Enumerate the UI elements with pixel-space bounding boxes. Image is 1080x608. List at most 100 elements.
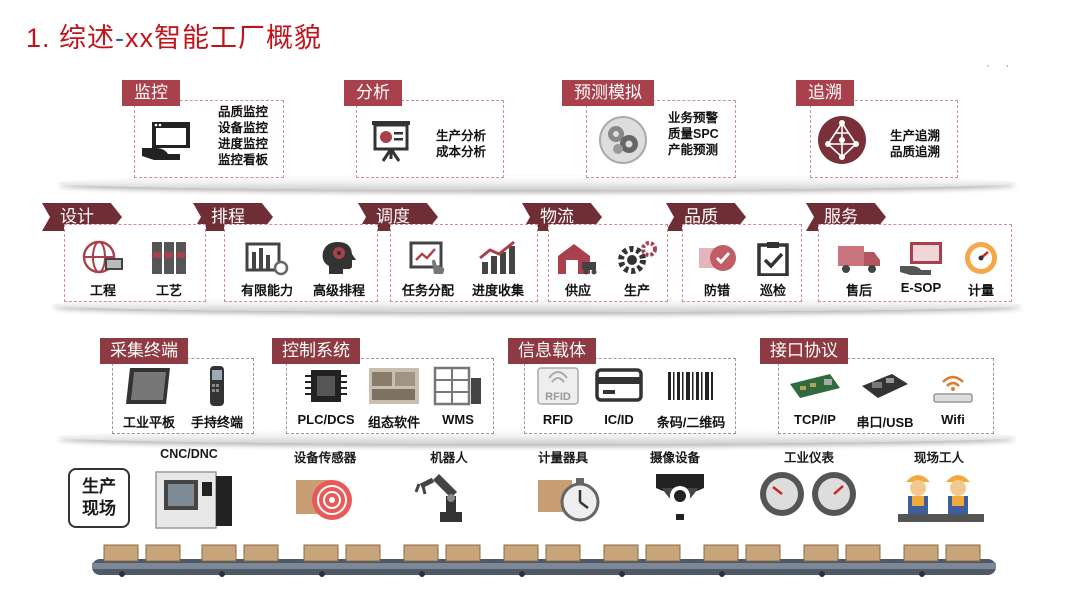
item-production-label: 生产 — [623, 283, 650, 298]
item-wms-label: WMS — [442, 412, 474, 427]
network-icon — [816, 114, 868, 171]
item-handheld-terminal: 手持终端 — [184, 364, 250, 431]
analysis-module-lines: 生产分析 成本分析 — [436, 128, 486, 160]
camera-icon — [652, 468, 708, 529]
device-sensor-label: 设备传感器 — [293, 451, 357, 465]
capacity-chart-icon — [245, 242, 289, 276]
production-site-label: 生产 现场 — [68, 468, 130, 528]
item-rfid-label: RFID — [542, 412, 574, 427]
quality-box — [682, 224, 802, 302]
item-supply-label: 供应 — [564, 283, 591, 298]
item-esop-label: E-SOP — [900, 280, 942, 295]
item-plc-dcs: PLC/DCS — [290, 364, 362, 427]
device-robot-label: 机器人 — [430, 451, 468, 465]
meter-icon — [756, 470, 860, 523]
network-card-icon — [790, 374, 840, 398]
item-advanced-scheduling: 高级排程 — [304, 240, 374, 299]
item-barcode: 条码/二维码 — [650, 364, 732, 431]
robot-arm-icon — [414, 468, 484, 529]
predict-line-capacity: 产能预测 — [668, 143, 719, 157]
hmi-screen-icon — [369, 368, 419, 404]
analysis-line-cost: 成本分析 — [436, 145, 487, 159]
device-worker-label: 现场工人 — [913, 451, 964, 465]
tablet-icon — [126, 368, 170, 404]
item-error-proofing: 防错 — [690, 240, 744, 299]
terminal-label: 采集终端 — [100, 338, 188, 364]
bar-trend-icon — [479, 240, 515, 274]
gears-icon — [618, 241, 657, 274]
item-rfid: RFID RFID — [530, 364, 586, 427]
item-supply: 供应 — [552, 240, 604, 299]
item-after-sales: 售后 — [832, 240, 886, 299]
predict-line-spc: 质量SPC — [668, 127, 719, 141]
item-tcp-ip-label: TCP/IP — [794, 412, 836, 427]
svg-text:RFID: RFID — [545, 391, 571, 403]
cnc-machine-icon — [152, 466, 236, 537]
item-ic-id-label: IC/ID — [604, 412, 634, 427]
touch-screen-icon — [409, 241, 445, 274]
title-separator: - — [115, 23, 126, 53]
delivery-truck-icon — [838, 246, 880, 273]
trace-module-lines: 生产追溯 品质追溯 — [890, 128, 940, 160]
item-handheld-terminal-label: 手持终端 — [190, 415, 243, 430]
wifi-router-icon — [933, 375, 973, 403]
protocol-label: 接口协议 — [760, 338, 848, 364]
item-process-label: 工艺 — [155, 283, 182, 298]
item-after-sales-label: 售后 — [845, 283, 872, 298]
item-plc-dcs-label: PLC/DCS — [297, 412, 355, 427]
shelving-icon — [433, 366, 481, 406]
trace-line-production: 生产追溯 — [890, 129, 941, 143]
control-label: 控制系统 — [272, 338, 360, 364]
sensor-icon — [292, 472, 358, 527]
shield-check-icon — [699, 245, 736, 271]
carrier-label: 信息载体 — [508, 338, 596, 364]
monitor-line-progress: 进度监控 — [218, 137, 269, 151]
predict-module-lines: 业务预警 质量SPC 产能预测 — [668, 110, 719, 158]
item-metrology: 计量 — [956, 240, 1006, 299]
monitor-module-lines: 品质监控 设备监控 进度监控 监控看板 — [218, 104, 268, 168]
trace-line-quality: 品质追溯 — [890, 145, 941, 159]
warehouse-truck-icon — [558, 244, 597, 275]
item-progress-collection: 进度收集 — [464, 240, 532, 299]
schedule-box — [224, 224, 378, 302]
item-esop: E-SOP — [888, 240, 954, 295]
item-engineering: 工程 — [72, 240, 134, 299]
item-task-assignment-label: 任务分配 — [401, 283, 454, 298]
item-production: 生产 — [610, 240, 664, 299]
item-serial-usb: 串口/USB — [850, 364, 920, 431]
worker-icon — [898, 466, 984, 529]
trace-module-label: 追溯 — [796, 80, 854, 106]
gear-brain-icon — [596, 114, 650, 171]
title-rest: xx智能工厂概貌 — [125, 23, 323, 53]
item-industrial-tablet: 工业平板 — [116, 364, 182, 431]
monitor-line-equipment: 设备监控 — [218, 121, 269, 135]
conveyor-belt — [92, 541, 996, 579]
monitor-module-label: 监控 — [122, 80, 180, 106]
item-barcode-label: 条码/二维码 — [656, 415, 726, 430]
item-wifi: Wifi — [920, 364, 986, 427]
item-metrology-label: 计量 — [967, 283, 994, 298]
ic-card-icon — [595, 368, 643, 402]
device-meter-label: 工业仪表 — [783, 451, 834, 465]
item-patrol-inspection-label: 巡检 — [759, 283, 786, 298]
production-site-line-1: 生产 — [82, 477, 116, 496]
rfid-card-icon: RFID — [537, 367, 579, 405]
title-prefix: 1. 综述 — [26, 23, 116, 53]
predict-module-label: 预测模拟 — [562, 80, 654, 106]
monitor-line-quality: 品质监控 — [218, 105, 269, 119]
item-wifi-label: Wifi — [941, 412, 965, 427]
item-finite-capacity: 有限能力 — [232, 240, 302, 299]
gauge-icon — [965, 242, 997, 274]
head-gear-icon — [322, 242, 356, 274]
device-camera-label: 摄像设备 — [649, 451, 700, 465]
item-wms: WMS — [428, 364, 488, 427]
decorative-dots: · · — [986, 58, 1016, 72]
page-title: 1. 综述-xx智能工厂概貌 — [26, 16, 322, 55]
item-finite-capacity-label: 有限能力 — [240, 283, 293, 298]
usb-board-icon — [862, 374, 908, 398]
monitor-hand-icon — [140, 118, 194, 169]
chip-icon — [305, 370, 347, 402]
top-platform — [58, 176, 1016, 190]
item-scada-software-label: 组态软件 — [367, 415, 420, 430]
analysis-module-label: 分析 — [344, 80, 402, 106]
